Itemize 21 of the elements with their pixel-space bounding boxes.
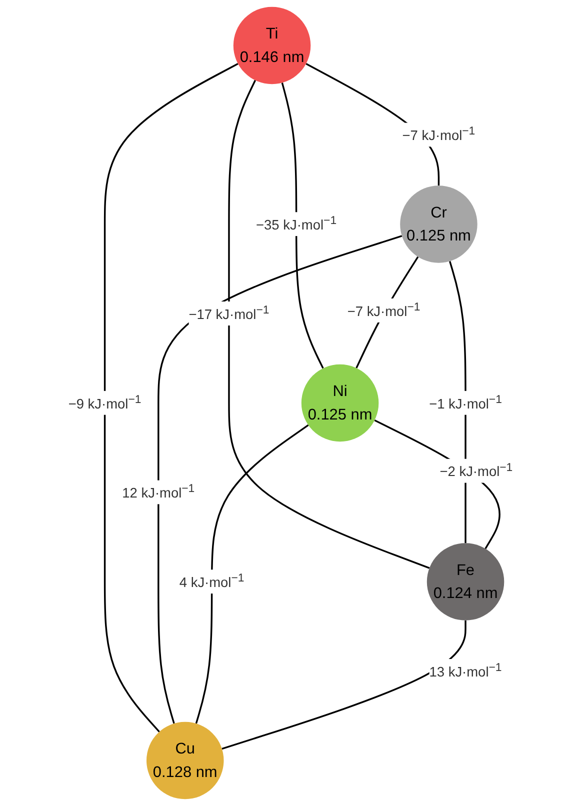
node-circle: Ni 0.125 nm [301,364,379,442]
connector [281,82,324,369]
edge-label: −7 kJ·mol$^{−1}$ [402,124,476,144]
edge-label: −7 kJ·mol$^{−1}$ [347,300,420,320]
edge-label: −17 kJ·mol$^{−1}$ [188,303,270,322]
node-circle: Ti 0.146 nm [233,6,311,84]
edge-label: −35 kJ·mol$^{−1}$ [256,214,337,233]
connector [222,620,466,750]
connector [228,80,430,569]
edge-label: −2 kJ·mol$^{−1}$ [440,460,513,480]
node-circle: Cu 0.128 nm [146,722,224,800]
edge-label: −1 kJ·mol$^{−1}$ [429,392,502,412]
edge-label: 13 kJ·mol$^{−1}$ [429,660,502,680]
node-circle: Fe 0.124 nm [426,543,504,620]
edge-label: 12 kJ·mol$^{−1}$ [122,482,195,502]
edge-label: −9 kJ·mol$^{−1}$ [68,392,142,412]
node-circle: Cr 0.125 nm [400,186,478,263]
connector [158,235,402,724]
connector [104,62,238,732]
connector [195,424,309,724]
edge-label: 4 kJ·mol$^{−1}$ [179,571,244,590]
